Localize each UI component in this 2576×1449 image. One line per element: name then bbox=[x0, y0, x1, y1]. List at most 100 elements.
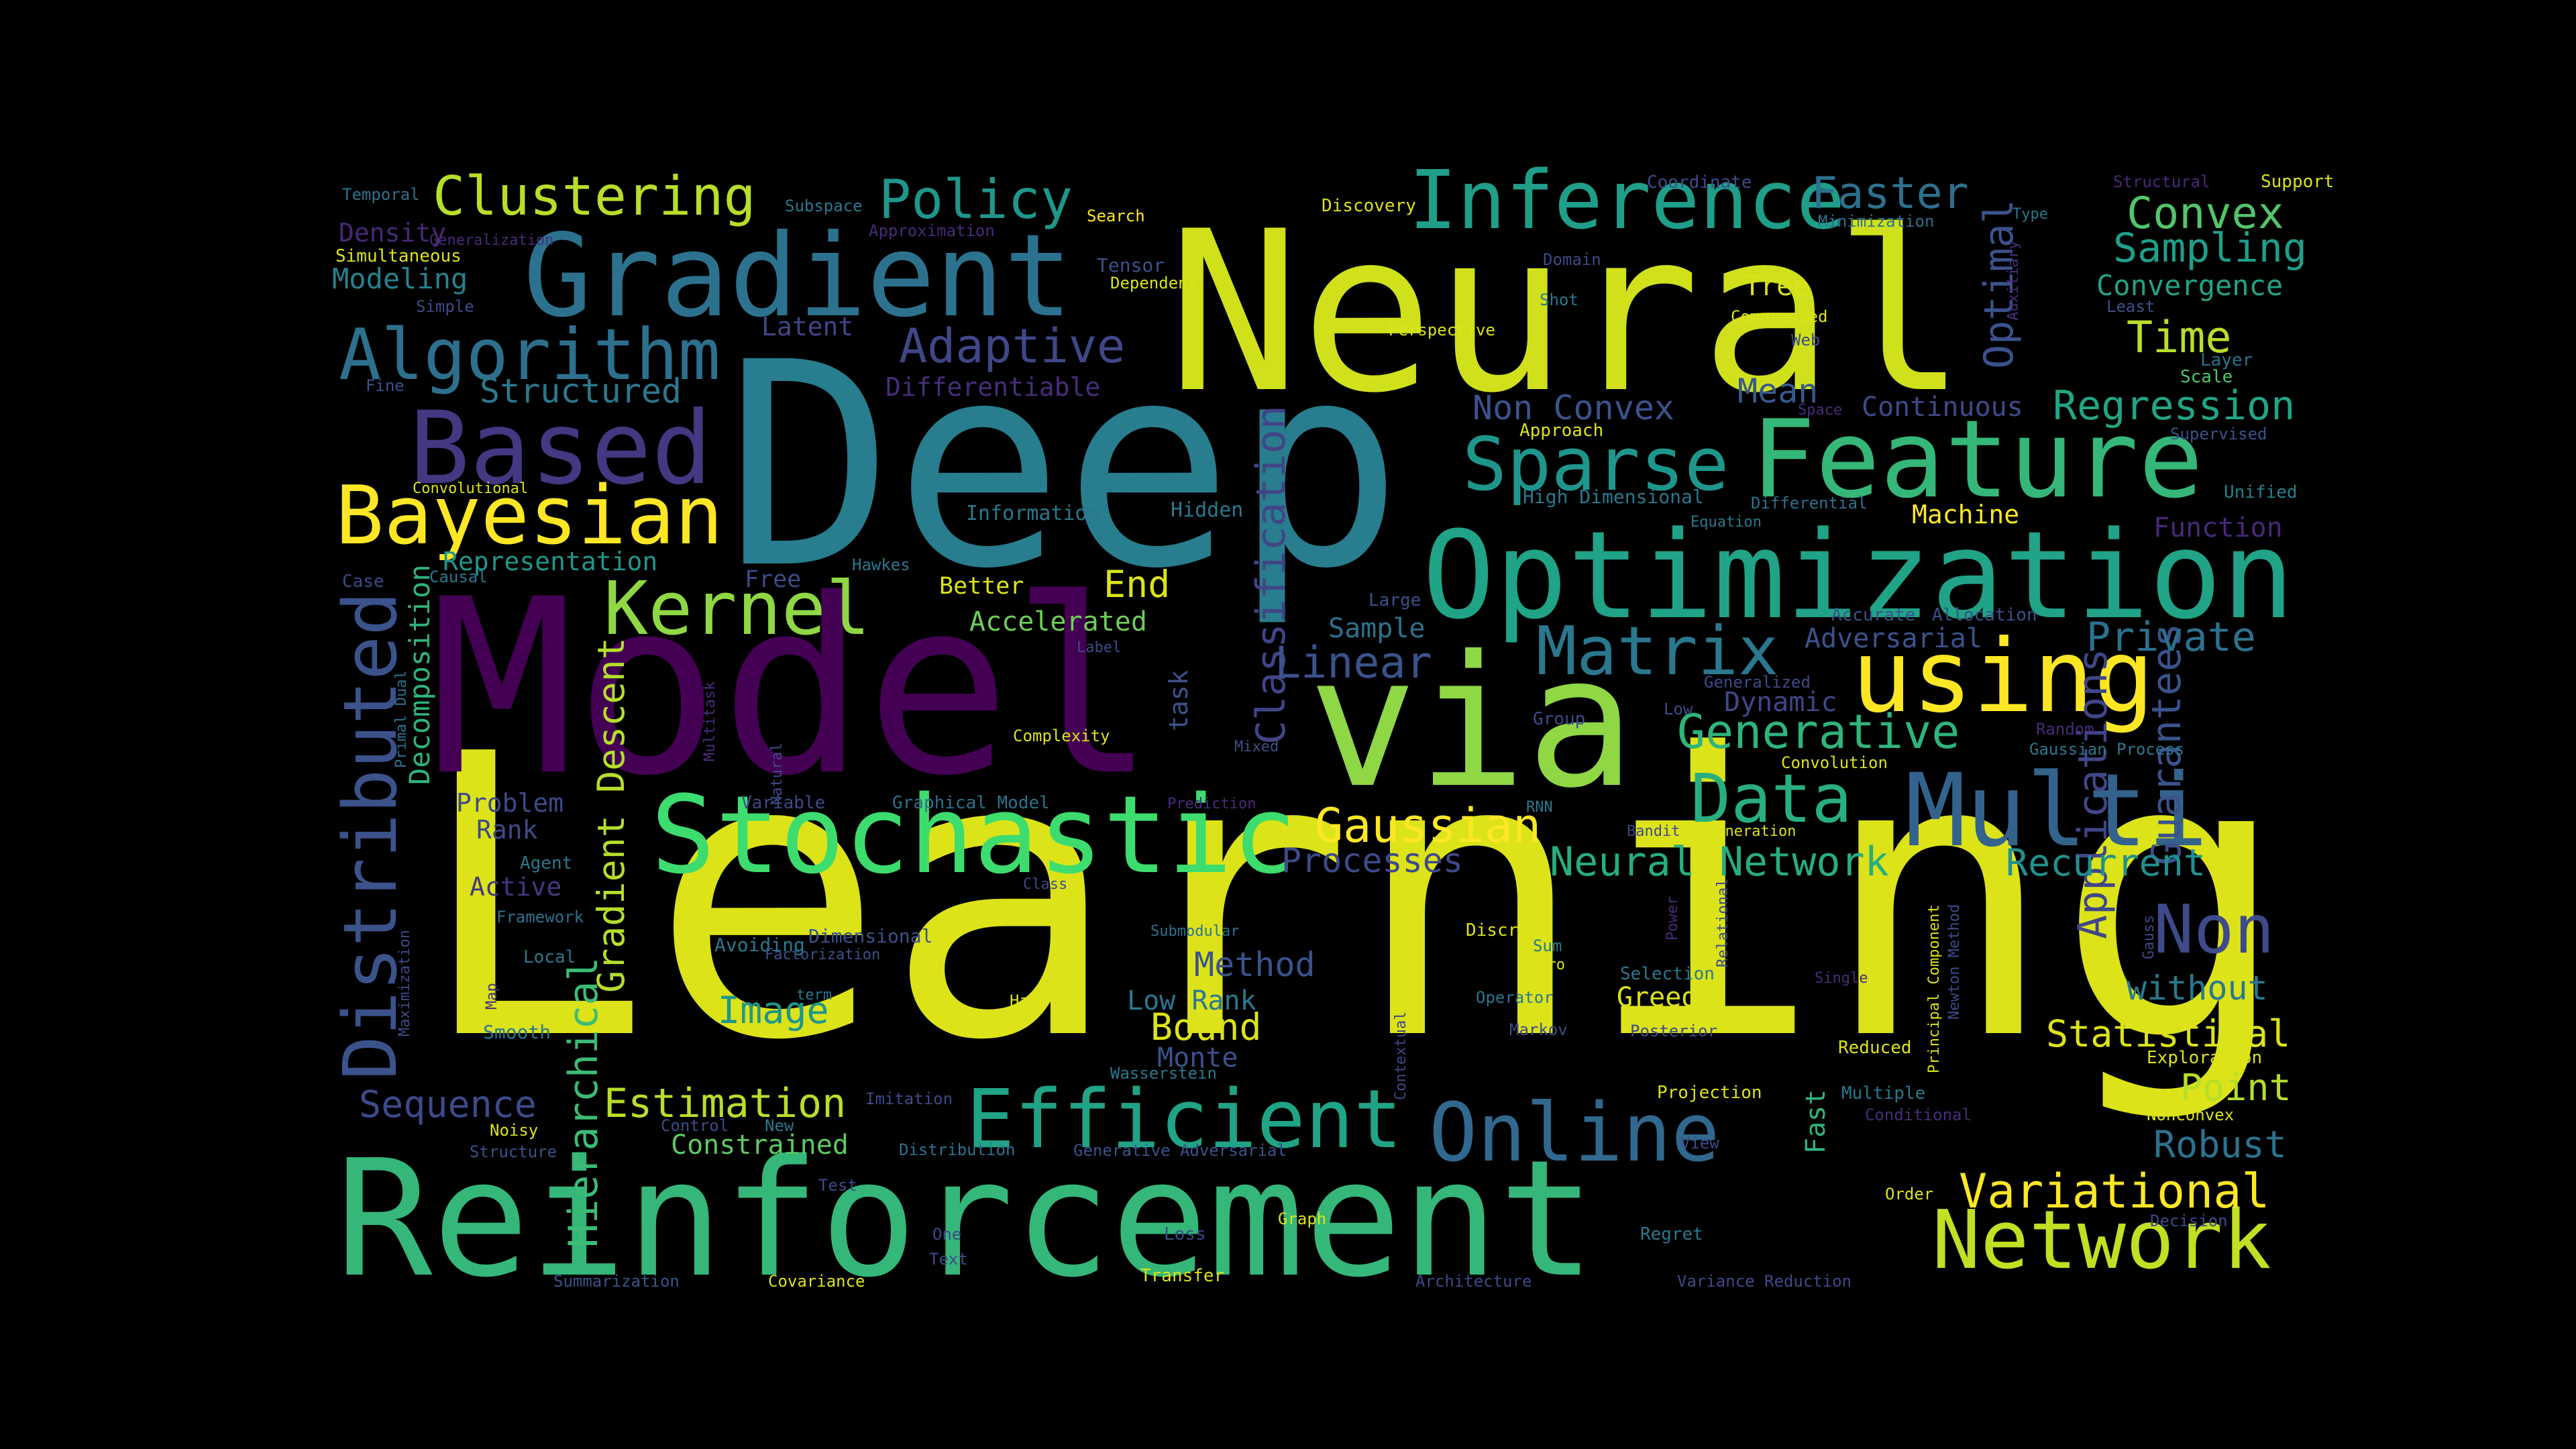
word-convolution: Convolution bbox=[1781, 753, 1888, 772]
word-differential: Differential bbox=[1751, 494, 1867, 513]
word-neural-network: Neural Network bbox=[1550, 839, 1889, 885]
word-avoiding: Avoiding bbox=[714, 934, 805, 956]
word-function: Function bbox=[2153, 513, 2283, 543]
word-bayesian: Bayesian bbox=[335, 470, 723, 563]
word-adversarial: Adversarial bbox=[1805, 623, 1982, 654]
word-task: task bbox=[1164, 669, 1193, 731]
word-low: Low bbox=[1664, 700, 1693, 718]
word-auxiliary: Auxiliary bbox=[2005, 241, 2022, 321]
word-guarantees: Guarantees bbox=[2143, 623, 2190, 865]
word-random: Random bbox=[2036, 720, 2094, 739]
word-method: Method bbox=[1194, 945, 1316, 984]
word-search: Search bbox=[1087, 207, 1145, 225]
word-regret: Regret bbox=[1640, 1224, 1703, 1244]
word-imitation: Imitation bbox=[865, 1089, 953, 1108]
word-applications: Applications bbox=[2070, 649, 2116, 939]
word-learning: Learning bbox=[416, 672, 2290, 1125]
word-newton-method: Newton Method bbox=[1946, 904, 1963, 1020]
word-optimal: Optimal bbox=[1976, 199, 2023, 369]
word-clustering: Clustering bbox=[433, 165, 756, 227]
word-convergence: Convergence bbox=[2096, 269, 2283, 302]
word-perspective: Perspective bbox=[1389, 321, 1495, 339]
word-variable: Variable bbox=[741, 793, 825, 813]
word-power: Power bbox=[1664, 896, 1681, 941]
word-machine: Machine bbox=[1912, 500, 2019, 529]
word-principal-component: Principal Component bbox=[1926, 904, 1943, 1073]
word-type: Type bbox=[2012, 206, 2048, 223]
word-discrete: Discrete bbox=[1466, 920, 1550, 941]
word-dimensional: Dimensional bbox=[808, 925, 932, 947]
word-robust: Robust bbox=[2153, 1123, 2287, 1166]
word-submodular: Submodular bbox=[1150, 923, 1239, 940]
word-control: Control bbox=[661, 1116, 729, 1135]
word-active: Active bbox=[470, 872, 561, 902]
word-dynamic: Dynamic bbox=[1724, 687, 1837, 718]
word-dependent: Dependent bbox=[1110, 274, 1197, 292]
word-fast: Fast bbox=[1801, 1089, 1831, 1154]
word-large: Large bbox=[1368, 590, 1421, 610]
word-distribution: Distribution bbox=[899, 1140, 1015, 1159]
word-mixed: Mixed bbox=[1234, 739, 1279, 755]
word-natural: Natural bbox=[769, 743, 786, 805]
word-nonconvex: Nonconvex bbox=[2147, 1106, 2234, 1124]
word-supervised: Supervised bbox=[2170, 425, 2267, 443]
word-framework: Framework bbox=[496, 908, 584, 926]
word-contextual: Contextual bbox=[1393, 1012, 1409, 1100]
word-tensor: Tensor bbox=[1097, 254, 1165, 276]
word-scale: Scale bbox=[2180, 367, 2233, 387]
word-processes: Processes bbox=[1281, 841, 1463, 880]
word-primal-dual: Primal Dual bbox=[393, 670, 410, 768]
word-high-dimensional: High Dimensional bbox=[1523, 486, 1704, 508]
word-sum: Sum bbox=[1533, 936, 1562, 955]
word-approach: Approach bbox=[1519, 421, 1603, 441]
word-generalized: Generalized bbox=[1704, 673, 1811, 692]
word-structured: Structured bbox=[480, 372, 682, 411]
word-one: One bbox=[932, 1225, 961, 1244]
word-equation: Equation bbox=[1690, 514, 1762, 531]
word-covariance: Covariance bbox=[768, 1272, 865, 1291]
word-single: Single bbox=[1815, 970, 1868, 987]
word-posterior: Posterior bbox=[1630, 1022, 1717, 1040]
word-unified: Unified bbox=[2224, 482, 2298, 502]
word-case: Case bbox=[342, 572, 384, 592]
word-latent: Latent bbox=[761, 312, 853, 341]
word-transfer: Transfer bbox=[1140, 1266, 1224, 1286]
word-statistical: Statistical bbox=[2046, 1012, 2290, 1055]
word-loss: Loss bbox=[1164, 1224, 1206, 1244]
word-minimization: Minimization bbox=[1818, 212, 1934, 231]
word-bound: Bound bbox=[1150, 1006, 1262, 1049]
word-label: Label bbox=[1077, 639, 1121, 656]
word-test: Test bbox=[818, 1176, 857, 1195]
word-selection: Selection bbox=[1620, 964, 1715, 984]
word-representation: Representation bbox=[443, 547, 657, 576]
word-optimization: Optimization bbox=[1422, 506, 2294, 646]
word-data: Data bbox=[1690, 759, 1852, 838]
word-shot: Shot bbox=[1540, 290, 1578, 309]
word-prediction: Prediction bbox=[1167, 796, 1256, 812]
word-efficient: Efficient bbox=[966, 1073, 1402, 1167]
word-convolutional: Convolutional bbox=[413, 480, 528, 497]
word-without: without bbox=[2127, 969, 2268, 1008]
word-accurate: Accurate bbox=[1831, 605, 1915, 625]
word-agent: Agent bbox=[520, 853, 572, 873]
word-local: Local bbox=[523, 947, 576, 967]
word-online: Online bbox=[1429, 1087, 1719, 1180]
word-free: Free bbox=[745, 566, 801, 593]
word-temporal: Temporal bbox=[342, 185, 420, 204]
word-hawkes: Hawkes bbox=[852, 555, 910, 574]
word-zero: Zero bbox=[1529, 957, 1565, 973]
word-structure: Structure bbox=[470, 1142, 557, 1161]
word-relational: Relational bbox=[1715, 879, 1731, 967]
word-private: Private bbox=[2086, 614, 2256, 661]
word-sampling: Sampling bbox=[2113, 225, 2307, 272]
word-gaussian: Gaussian bbox=[1315, 798, 1541, 853]
word-neural: Neural bbox=[1167, 184, 1967, 441]
word-convex: Convex bbox=[2127, 189, 2284, 239]
word-better: Better bbox=[939, 573, 1024, 600]
word-based: Based bbox=[409, 390, 712, 507]
word-mean: Mean bbox=[1737, 372, 1818, 411]
word-density: Density bbox=[339, 218, 446, 248]
word-information: Information bbox=[966, 502, 1099, 525]
